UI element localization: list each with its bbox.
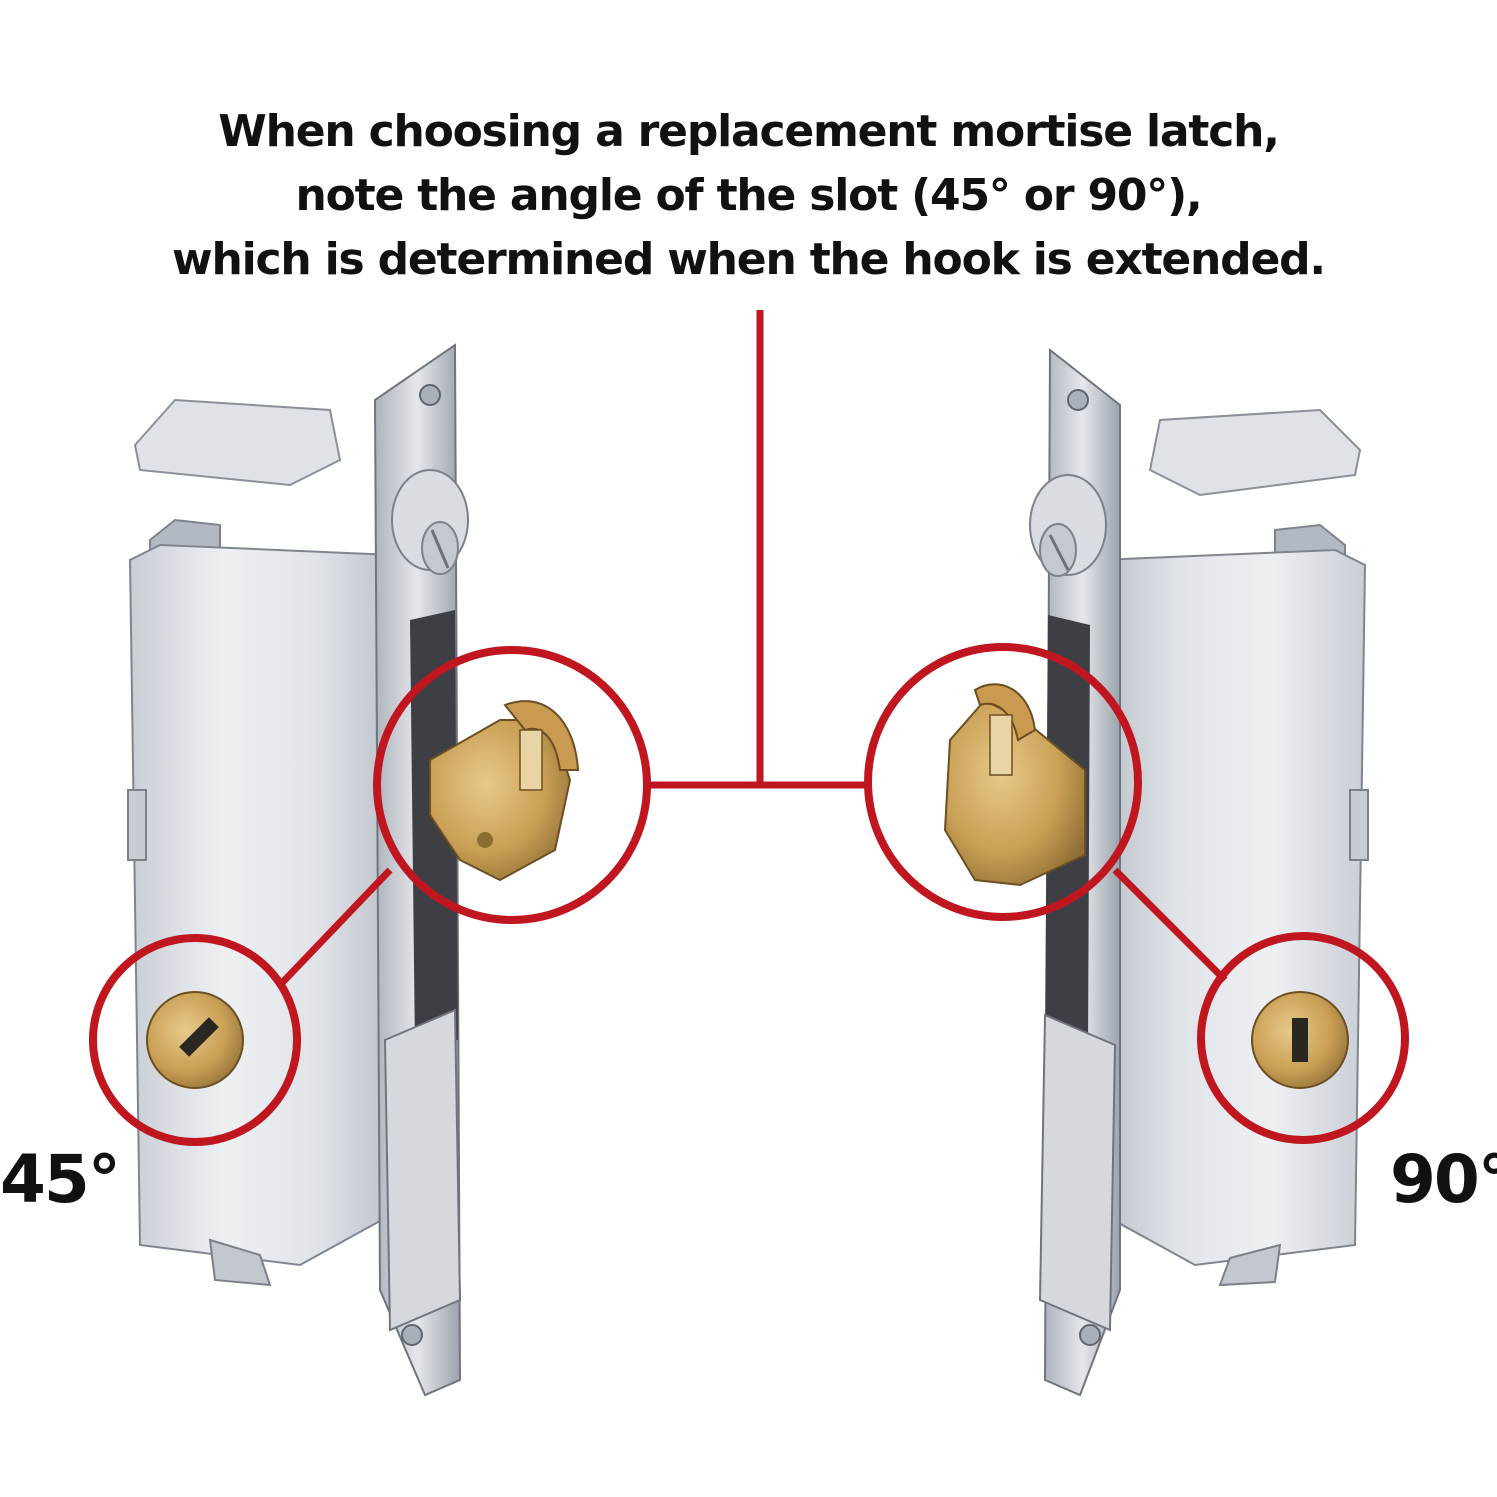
left-adjust-screw [146,991,244,1089]
caption-line-1: When choosing a replacement mortise latc… [218,106,1280,157]
right-adjust-screw [1251,991,1349,1089]
right-slot-callout [1197,932,1409,1144]
angle-label-45: 45° [0,1141,121,1218]
caption-line-3: which is determined when the hook is ext… [172,234,1326,285]
right-hook-callout [864,643,1228,983]
left-latch-hook [429,700,580,882]
caption-line-2: note the angle of the slot (45° or 90°), [295,170,1202,221]
left-hook-callout [277,646,651,988]
instruction-caption: When choosing a replacement mortise latc… [0,100,1497,292]
angle-label-90: 90° [1390,1141,1497,1218]
left-slot-callout [89,934,301,1146]
callout-connector [648,310,870,789]
right-latch-hook [943,683,1086,887]
right-mortise-latch [943,347,1369,1397]
left-mortise-latch [127,343,580,1397]
